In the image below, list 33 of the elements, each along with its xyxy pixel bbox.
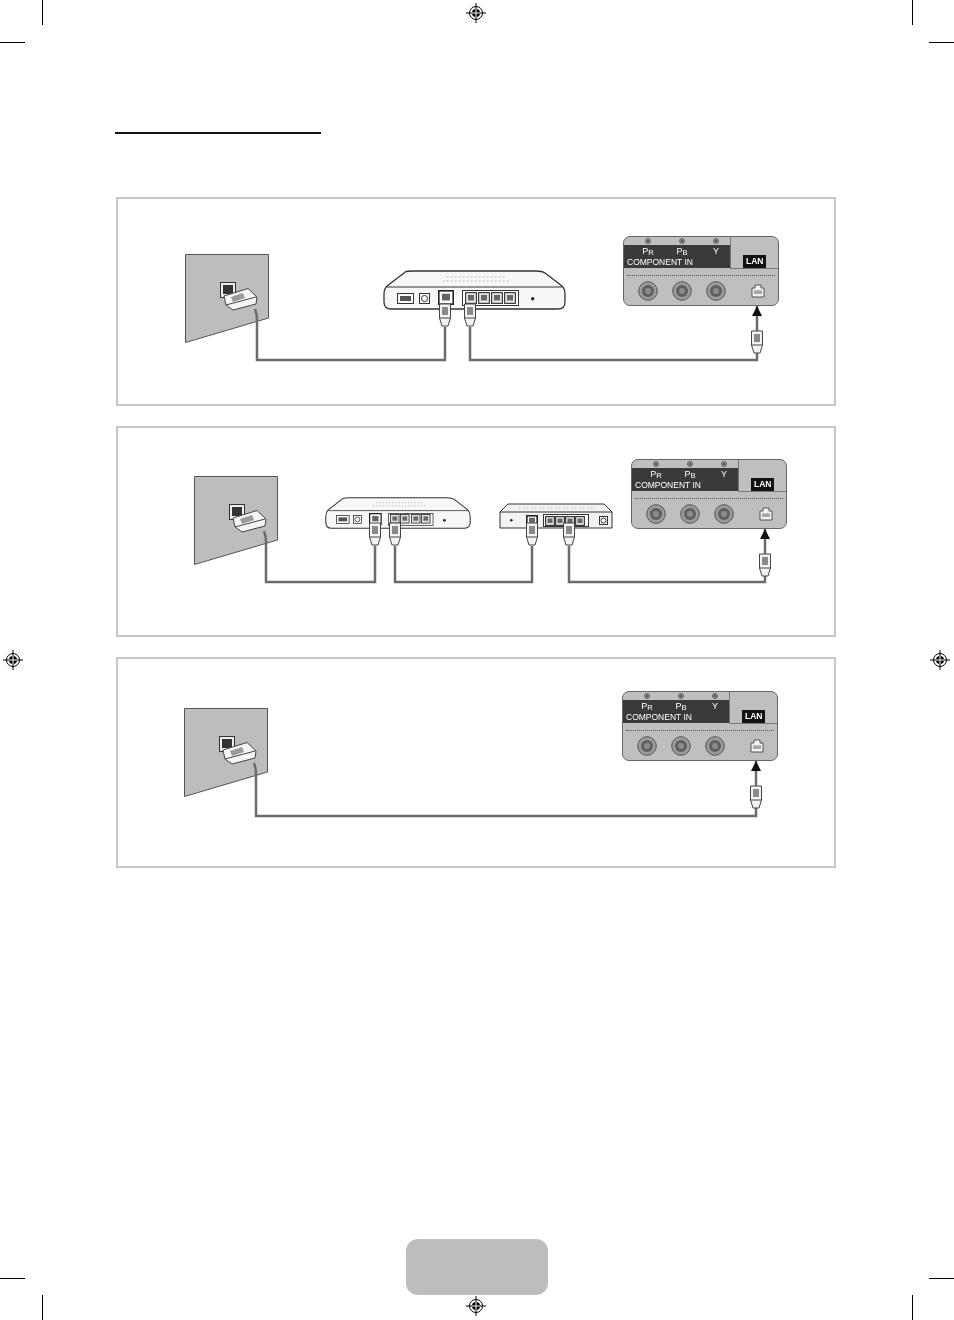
- cable-line: [393, 546, 534, 584]
- port-label: LAN: [742, 710, 766, 723]
- jack-label: P$_{R}$: [641, 702, 653, 711]
- modem-drawing: [325, 497, 471, 546]
- wall-plate: [184, 708, 268, 797]
- cable-arrow: [567, 529, 770, 584]
- jack-label: P$_{B}$: [684, 470, 696, 479]
- jack-label: Y: [721, 470, 727, 479]
- tv-rear-panel: [631, 459, 787, 529]
- tv-rear-panel: [623, 236, 779, 306]
- jack-label: P$_{B}$: [676, 247, 688, 256]
- jack-label: Y: [713, 247, 719, 256]
- connector-group-label: COMPONENT IN: [627, 258, 693, 267]
- cable-arrow: [468, 306, 762, 362]
- port-label: LAN: [743, 255, 767, 268]
- illustration-panel: [116, 197, 836, 406]
- port-label: LAN: [751, 478, 775, 491]
- router-drawing: [499, 503, 613, 546]
- illustration-panel: [116, 657, 836, 868]
- jack-label: Y: [712, 702, 718, 711]
- cable-line: [264, 546, 377, 584]
- jack-label: P$_{R}$: [642, 247, 654, 256]
- jack-label: P$_{R}$: [650, 470, 662, 479]
- modem-drawing: [383, 270, 566, 327]
- illustration-panel: [116, 426, 836, 637]
- wall-plate: [194, 476, 278, 565]
- connector-group-label: COMPONENT IN: [626, 713, 692, 722]
- tv-rear-panel: [622, 691, 778, 761]
- connector-group-label: COMPONENT IN: [635, 481, 701, 490]
- cable-arrow: [254, 761, 761, 818]
- jack-label: P$_{B}$: [675, 702, 687, 711]
- cable-line: [255, 327, 447, 362]
- wall-plate: [185, 254, 269, 343]
